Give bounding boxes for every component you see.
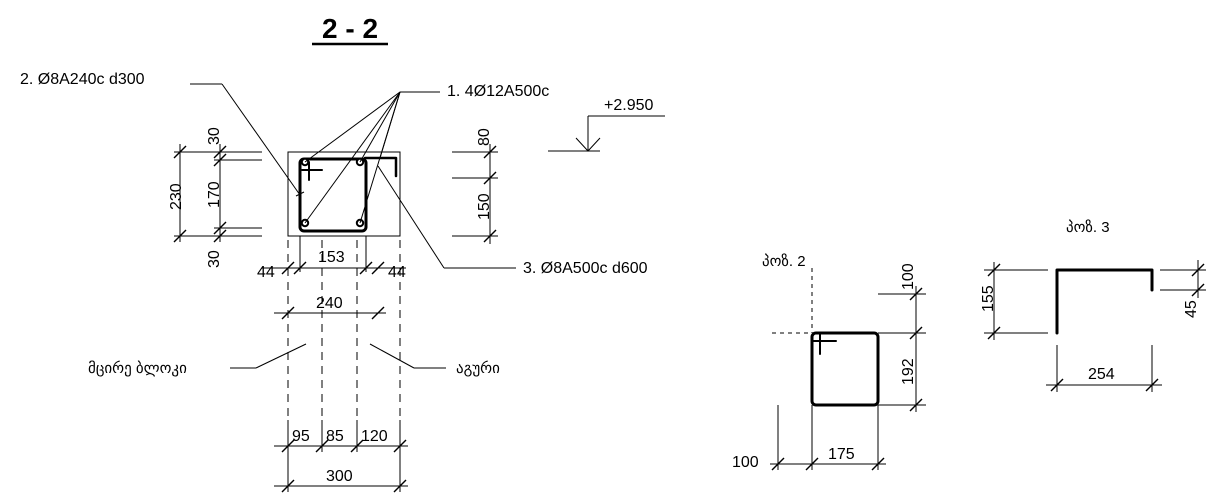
small-block-leader: [255, 343, 307, 369]
tick-b4: [371, 261, 385, 275]
callout-bar1: 1. 4Ø12A500c: [304, 83, 549, 224]
tick-b2: [293, 261, 307, 275]
d2-tick-1: [909, 287, 923, 301]
callout-bar1-leader-1: [304, 91, 401, 163]
tick-b: [213, 153, 227, 167]
detail3-bar: [1055, 268, 1154, 335]
section-title: 2 - 2: [312, 13, 388, 46]
callout-bar2-arrow: [295, 191, 305, 197]
wall-dim-300: 300: [326, 468, 353, 485]
d2-dim-100-top: 100: [900, 263, 917, 290]
tick-240-l: [281, 306, 295, 320]
detail2-stirrup: [810, 331, 880, 407]
d3-tick-3: [1191, 263, 1205, 277]
d2-tick-2: [909, 326, 923, 340]
dim-44-left: 44: [257, 264, 275, 281]
tick-r1: [483, 145, 497, 159]
dim-230: 230: [168, 183, 185, 210]
callout-bar3: 3. Ø8A500c d600: [377, 165, 648, 277]
d3-tick-2: [987, 326, 1001, 340]
callout-bar2-leader: [221, 83, 301, 196]
dim-153: 153: [318, 249, 345, 266]
d3-dim-254: 254: [1088, 366, 1115, 383]
column-outline: [287, 151, 401, 237]
detail-pos3: პოზ. 3 155 45 254: [980, 219, 1206, 392]
section-bottom-dims: 153 44 44 240: [257, 236, 406, 320]
d3-dim-155: 155: [980, 285, 997, 312]
dim-80: 80: [476, 128, 493, 146]
callout-bar1-leader-2: [359, 91, 401, 163]
d2-dim-175: 175: [828, 446, 855, 463]
column-section: [287, 151, 401, 237]
section-right-dims: 80 150: [452, 128, 498, 244]
wall-lines: [287, 240, 401, 420]
d2-dim-192: 192: [900, 358, 917, 385]
detail3-label: პოზ. 3: [1066, 219, 1110, 236]
tick-r3: [483, 229, 497, 243]
elevation-text: +2.950: [604, 97, 653, 114]
section-left-dims: 230 30 170 30: [168, 127, 262, 268]
d3-dim-45: 45: [1183, 300, 1200, 318]
wall-dims: 95 85 120 300: [274, 420, 408, 493]
dim-30-bot: 30: [206, 250, 223, 268]
d3-tick-1: [987, 263, 1001, 277]
tick-240-r: [371, 306, 385, 320]
d3-tick-4: [1191, 283, 1205, 297]
wall-total-tick-r: [393, 479, 407, 493]
elevation-mark: +2.950: [548, 97, 665, 152]
d2-tick-4: [771, 457, 785, 471]
material-labels: მცირე ბლოკი აგური: [88, 343, 500, 377]
brick-leader: [369, 343, 415, 369]
tick-230-top: [173, 145, 187, 159]
dim-44-right: 44: [388, 264, 406, 281]
wall-dim-120: 120: [361, 428, 388, 445]
tick-r2: [483, 171, 497, 185]
tick-a: [213, 145, 227, 159]
wall-total-tick-l: [281, 479, 295, 493]
d2-tick-6: [871, 457, 885, 471]
tick-b1: [281, 261, 295, 275]
callout-bar2: 2. Ø8A240c d300: [20, 71, 305, 197]
small-block-label: მცირე ბლოკი: [88, 360, 187, 377]
tick-c: [213, 221, 227, 235]
wall-dim-95: 95: [292, 428, 310, 445]
d2-tick-5: [805, 457, 819, 471]
dim-170: 170: [206, 181, 223, 208]
brick-label: აგური: [456, 360, 500, 377]
callout-bar3-leader: [377, 165, 445, 269]
callout-bar1-leader-5: [379, 91, 401, 159]
tick-230-bot: [173, 229, 187, 243]
detail-pos2: პოზ. 2 100 192 100 175: [732, 253, 926, 471]
detail2-label: პოზ. 2: [762, 253, 806, 270]
callout-bar1-text: 1. 4Ø12A500c: [447, 83, 549, 100]
d2-dim-100-left: 100: [732, 454, 759, 471]
tick-b3: [359, 261, 373, 275]
dim-240: 240: [316, 295, 343, 312]
d3-tick-6: [1145, 378, 1159, 392]
dim-30-top: 30: [206, 127, 223, 145]
section-title-text: 2 - 2: [322, 13, 378, 44]
d2-tick-3: [909, 398, 923, 412]
callout-bar2-text: 2. Ø8A240c d300: [20, 71, 145, 88]
callout-bar1-leader-3: [304, 91, 401, 224]
d3-tick-5: [1050, 378, 1064, 392]
wall-dim-85: 85: [326, 428, 344, 445]
elevation-triangle: [575, 137, 601, 152]
dim-150: 150: [476, 193, 493, 220]
callout-bar3-text: 3. Ø8A500c d600: [523, 260, 648, 277]
bar3-hook: [363, 156, 398, 178]
tick-d: [213, 229, 227, 243]
